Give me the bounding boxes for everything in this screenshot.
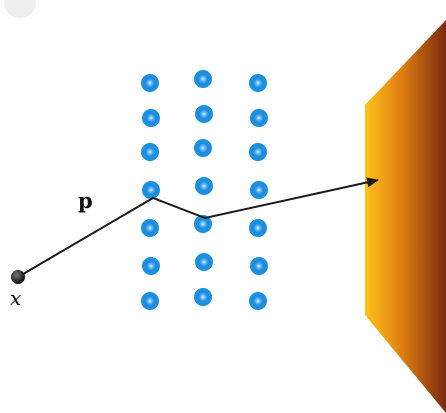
- atom-highlight: [198, 143, 208, 153]
- atom-highlight: [145, 223, 155, 233]
- atom-highlight: [253, 223, 263, 233]
- particle-path: [17, 177, 379, 278]
- atom-highlight: [254, 185, 264, 195]
- atom-highlight: [198, 74, 208, 84]
- atom-highlight: [199, 257, 209, 267]
- momentum-label: p: [78, 188, 93, 213]
- source-label: x: [10, 286, 21, 310]
- atom-highlight: [146, 113, 156, 123]
- atom-highlight: [254, 113, 264, 123]
- atom-highlight: [145, 296, 155, 306]
- atom-lattice: [141, 70, 268, 310]
- corner-artifact: [4, 0, 36, 18]
- atom-highlight: [146, 185, 156, 195]
- atom-highlight: [198, 219, 208, 229]
- source-dot: [11, 270, 25, 284]
- atom-highlight: [253, 147, 263, 157]
- detector-screen: [365, 20, 446, 413]
- atom-highlight: [253, 296, 263, 306]
- atom-highlight: [253, 78, 263, 88]
- atom-highlight: [254, 261, 264, 271]
- atom-highlight: [145, 78, 155, 88]
- atom-highlight: [199, 109, 209, 119]
- atom-highlight: [146, 261, 156, 271]
- atom-highlight: [145, 147, 155, 157]
- atom-highlight: [198, 292, 208, 302]
- atom-highlight: [199, 181, 209, 191]
